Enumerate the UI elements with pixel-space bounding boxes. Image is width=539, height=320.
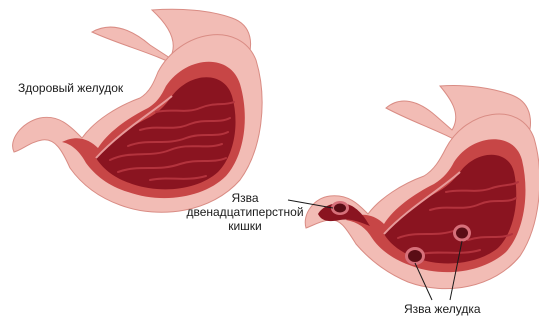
healthy-stomach — [13, 9, 262, 212]
duodenal-ulcer-label-line-1: Язва — [178, 191, 312, 205]
duodenal-ulcer-spot — [331, 201, 349, 215]
gastric-ulcer-label: Язва желудка — [404, 302, 481, 316]
gastric-ulcer-spot-2 — [453, 225, 471, 242]
duodenal-ulcer-label-line-3: кишки — [178, 219, 312, 233]
gastric-ulcer-spot-1 — [405, 247, 425, 265]
healthy-stomach-label: Здоровый желудок — [18, 81, 123, 95]
ulcer-stomach — [305, 85, 539, 288]
duodenal-ulcer-label-line-2: двенадцатиперстной — [178, 205, 312, 219]
duodenal-ulcer-label: Язва двенадцатиперстной кишки — [178, 191, 312, 233]
